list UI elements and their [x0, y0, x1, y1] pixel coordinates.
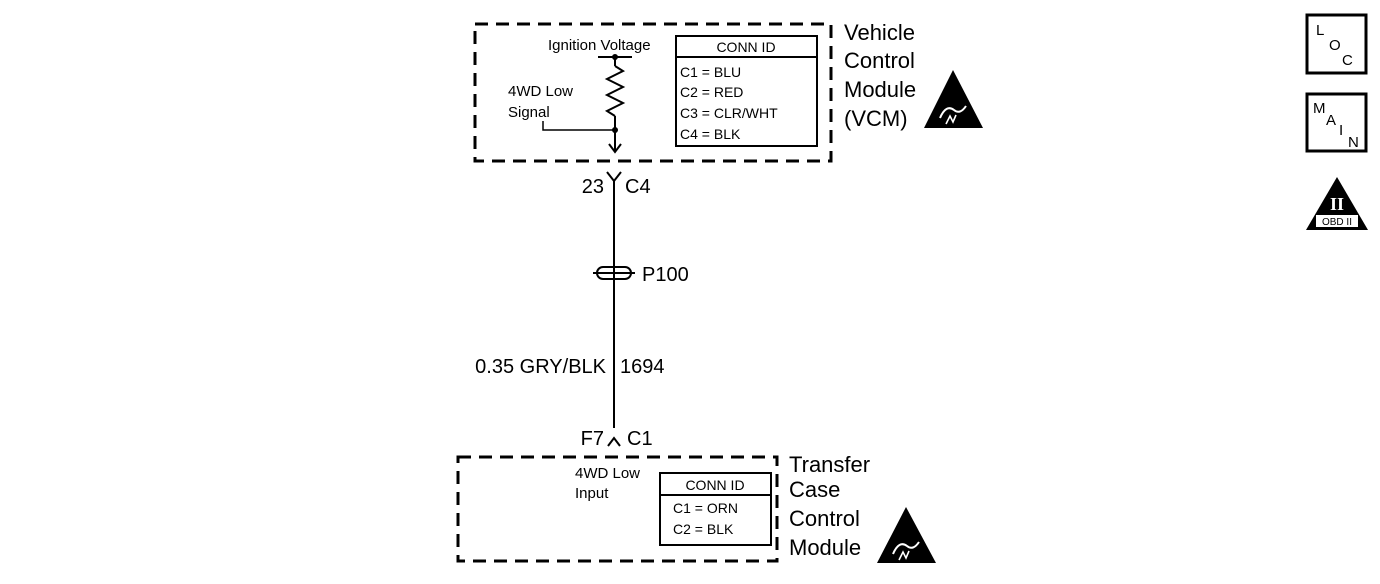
main-icon-letter: A	[1326, 112, 1336, 129]
loc-icon-letter: O	[1329, 37, 1341, 54]
vcm-connector-terminal	[606, 171, 622, 183]
tccm-name-line-2: Case	[789, 477, 840, 502]
vcm-conn-id-row: C3 = CLR/WHT	[680, 105, 778, 121]
tccm-name-line-3: Control	[789, 506, 860, 531]
signal-label-line-2: Signal	[508, 104, 550, 121]
tccm-conn-id-row: C1 = ORN	[673, 500, 738, 516]
obd-ii-icon-numeral: II	[1330, 194, 1344, 214]
loc-icon: L O C	[1305, 13, 1368, 75]
vcm-name-line-1: Vehicle	[844, 20, 915, 45]
tccm-connector-terminal	[607, 436, 621, 447]
loc-icon-letter: L	[1316, 22, 1324, 39]
ignition-voltage-label: Ignition Voltage	[548, 37, 651, 54]
signal-tap-line	[542, 121, 615, 131]
loc-icon-letter: C	[1342, 52, 1353, 69]
vcm-conn-id-row: C2 = RED	[680, 84, 743, 100]
obd-ii-icon-label: OBD II	[1322, 217, 1352, 228]
main-icon-letter: I	[1339, 122, 1343, 139]
tccm-pin-label: F7	[581, 428, 604, 450]
esd-warning-icon	[877, 507, 936, 563]
obd-ii-icon: II OBD II	[1306, 177, 1368, 230]
main-icon: M A I N	[1305, 92, 1368, 153]
signal-label-line-1: 4WD Low	[508, 83, 573, 100]
splice-label: P100	[642, 264, 689, 286]
main-icon-letter: M	[1313, 100, 1326, 117]
main-icon-letter: N	[1348, 134, 1359, 151]
vcm-name-line-2: Control	[844, 48, 915, 73]
tccm-input-label-line-1: 4WD Low	[575, 465, 640, 482]
pullup-resistor-symbol	[598, 54, 632, 154]
vcm-conn-id-row: C1 = BLU	[680, 64, 741, 80]
tccm-input-label-line-2: Input	[575, 485, 609, 502]
esd-warning-icon	[924, 70, 983, 128]
vcm-pin-label: 23	[582, 176, 604, 198]
wire-circuit-number: 1694	[620, 356, 665, 378]
tccm-name-line-4: Module	[789, 535, 861, 560]
vcm-name-line-4: (VCM)	[844, 106, 908, 131]
vcm-name-line-3: Module	[844, 77, 916, 102]
tccm-conn-id-title: CONN ID	[685, 477, 744, 493]
tccm-module-boundary	[456, 455, 779, 563]
splice-p100-symbol	[593, 258, 635, 288]
vcm-connector-label: C4	[625, 176, 651, 198]
tccm-connector-label: C1	[627, 428, 653, 450]
vcm-conn-id-title: CONN ID	[716, 39, 775, 55]
vcm-conn-id-row: C4 = BLK	[680, 126, 741, 142]
vcm-conn-id-table: CONN ID C1 = BLU C2 = RED C3 = CLR/WHT C…	[675, 35, 818, 147]
tccm-name-line-1: Transfer	[789, 452, 870, 477]
tccm-conn-id-table: CONN ID C1 = ORN C2 = BLK	[659, 472, 772, 546]
tccm-conn-id-row: C2 = BLK	[673, 521, 734, 537]
vcm-module-boundary	[473, 22, 833, 163]
wire-gauge-color-label: 0.35 GRY/BLK	[475, 356, 606, 378]
